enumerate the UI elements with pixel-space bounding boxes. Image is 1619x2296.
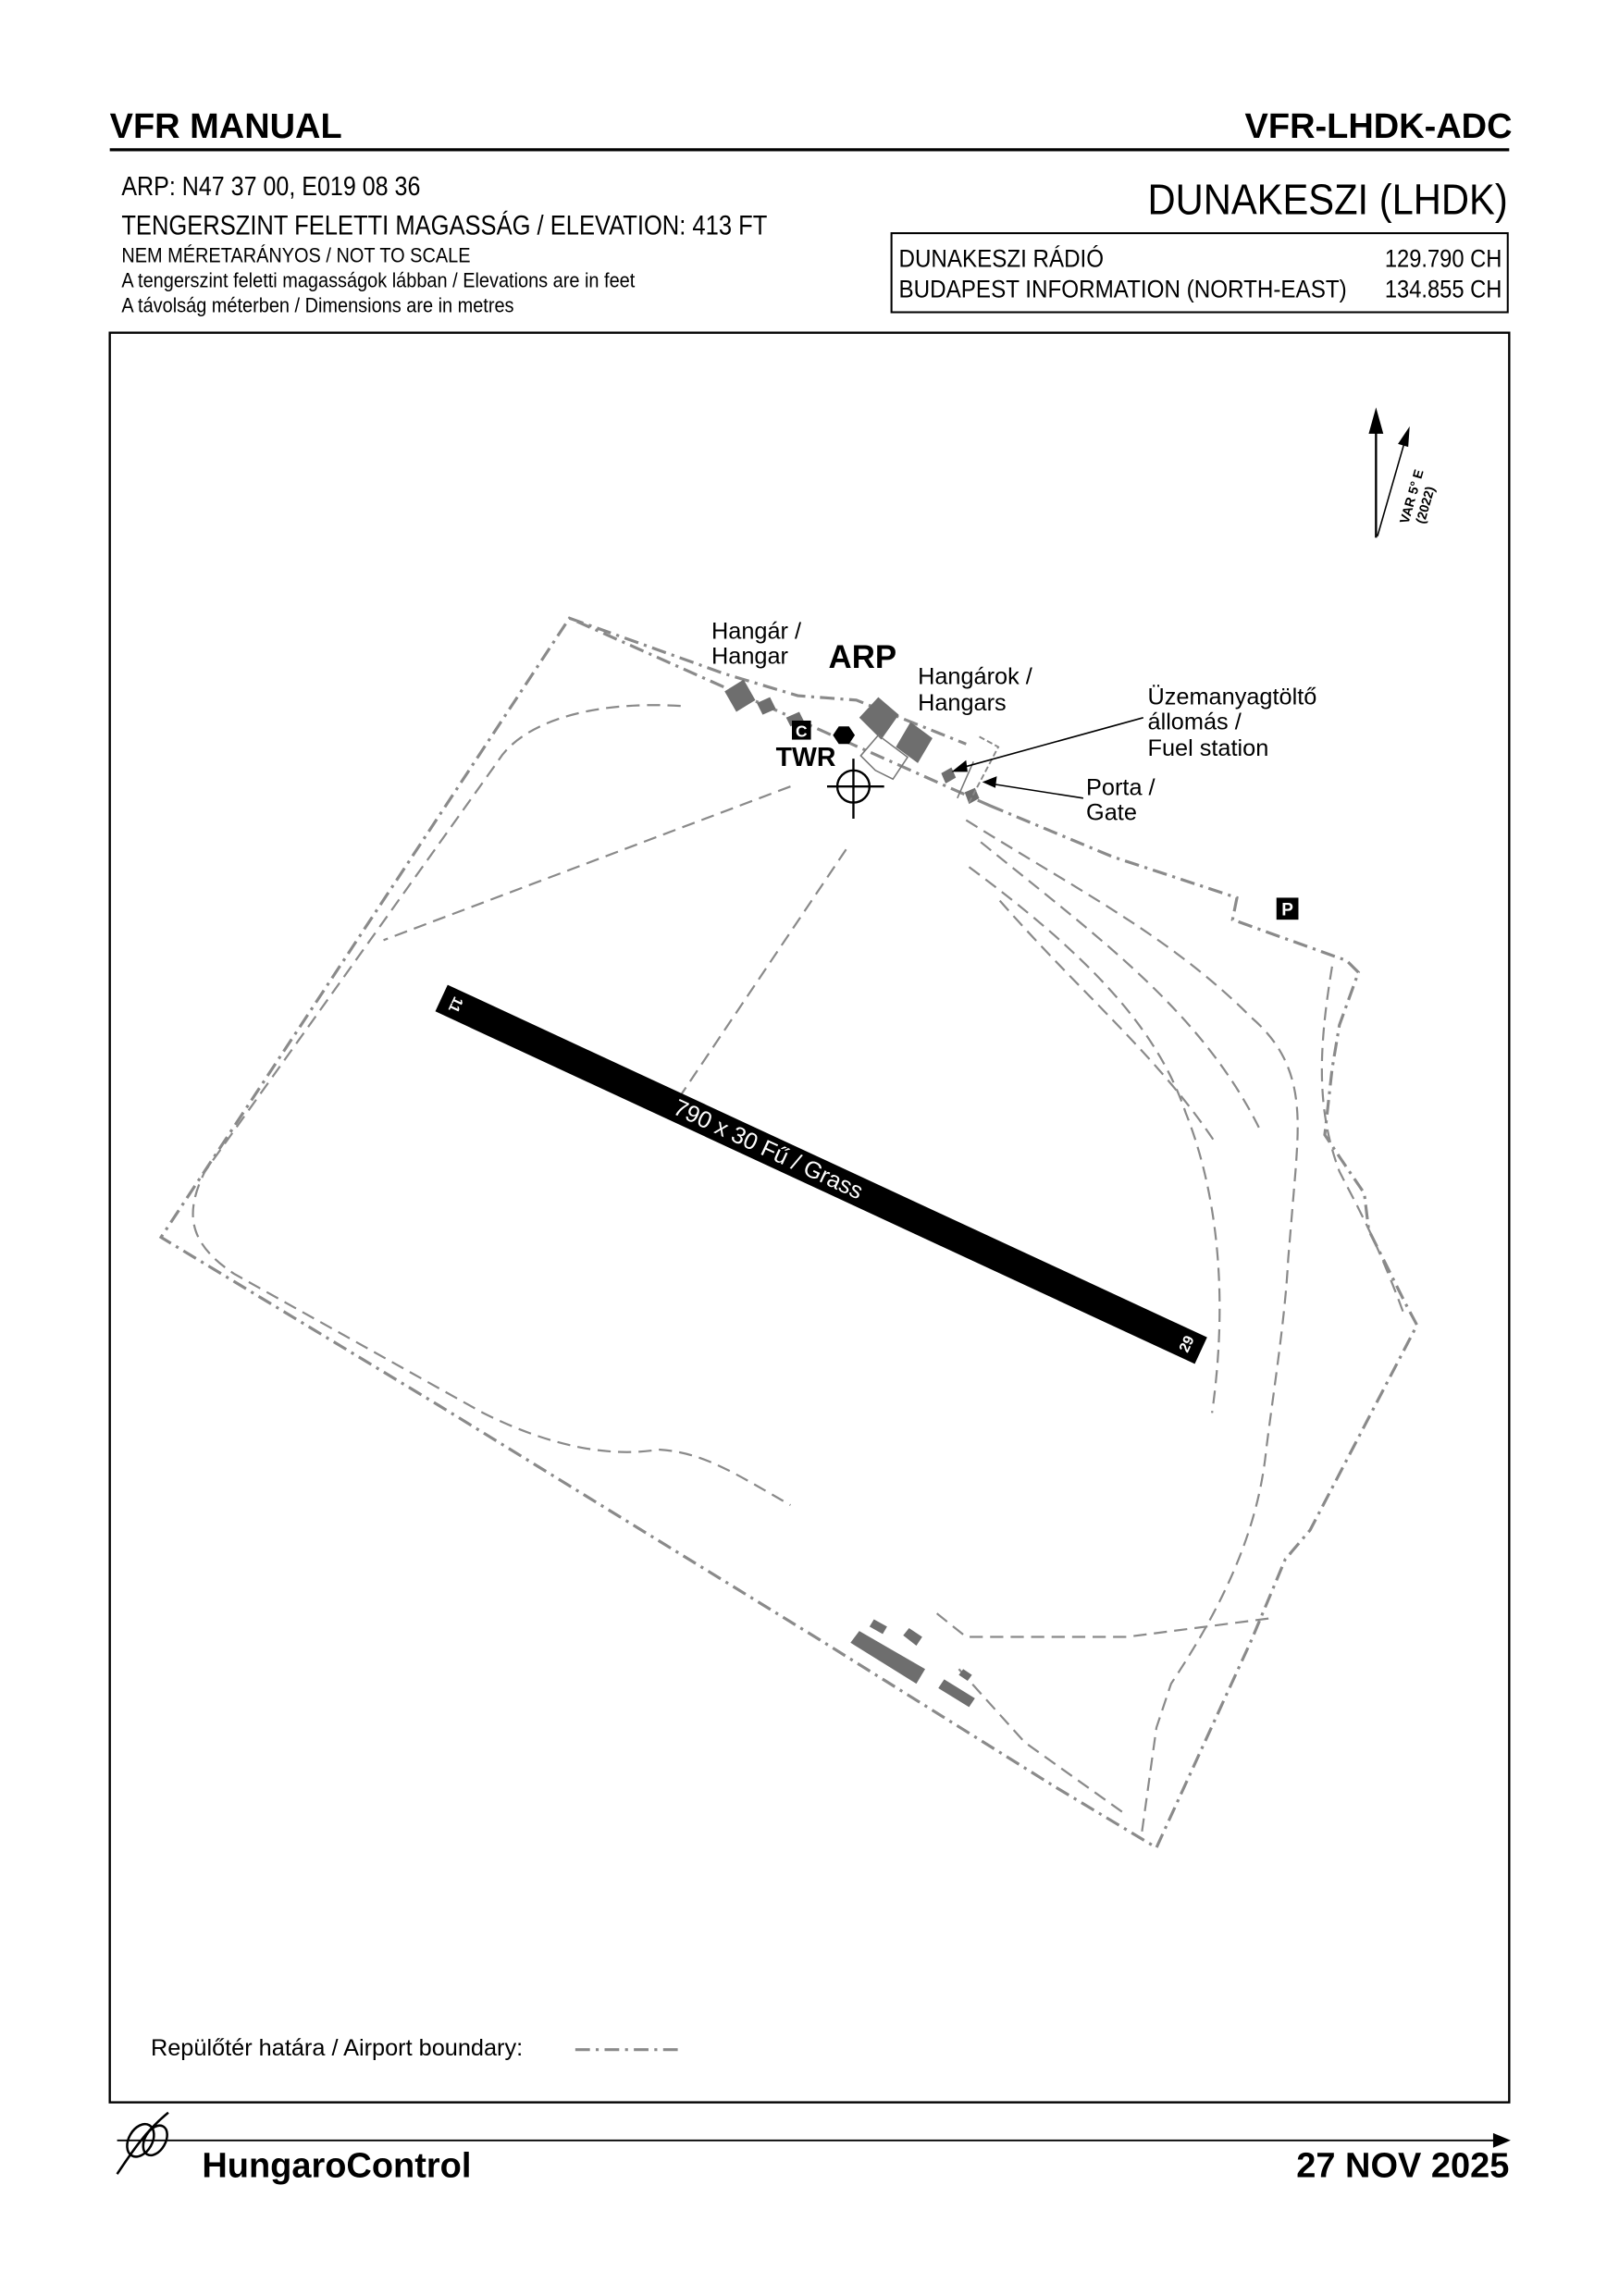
frequency-value: 129.790 CH <box>1385 244 1502 272</box>
hangars-label: Hangárok / <box>918 663 1033 689</box>
frequency-value: 134.855 CH <box>1385 276 1502 303</box>
building <box>785 711 804 727</box>
arp-label: ARP <box>829 639 896 675</box>
runway-designator-29: 29 <box>1177 1333 1198 1354</box>
gate-label: Gate <box>1086 800 1137 826</box>
legend-boundary-label: Repülőtér határa / Airport boundary: <box>151 2035 523 2061</box>
hangar <box>859 697 899 740</box>
hangar-label: Hangar <box>711 643 788 669</box>
buildings-south <box>850 1619 975 1708</box>
north-arrow: VAR 5° E (2022) <box>1368 407 1439 538</box>
fuel-station-label: Üzemanyagtöltő <box>1148 685 1317 710</box>
buildings-north <box>724 679 1000 805</box>
frequency-box <box>890 232 1509 314</box>
map-frame <box>108 331 1511 2104</box>
parking-label: P <box>1281 900 1293 920</box>
fuel-leader-line <box>957 717 1143 770</box>
hangar-label: Hangár / <box>711 618 802 644</box>
hungarocontrol-logo <box>116 2111 169 2175</box>
apron <box>859 734 909 781</box>
building <box>850 1631 925 1685</box>
publisher-name: HungaroControl <box>202 2146 471 2185</box>
gate-leader-line <box>989 783 1084 799</box>
hangar <box>724 679 756 712</box>
building <box>903 1627 922 1646</box>
gate-building <box>964 787 980 805</box>
fuel-station-label: Fuel station <box>1148 735 1269 761</box>
arrowhead-icon <box>982 776 997 788</box>
arp-symbol-icon <box>826 759 884 819</box>
building <box>757 697 776 715</box>
runway: 790 x 30 Fű / Grass 11 29 <box>435 984 1207 1364</box>
fuel-station-label: állomás / <box>1148 709 1242 734</box>
aerodrome-name: DUNAKESZI (LHDK) <box>1148 176 1508 224</box>
frequency-station: BUDAPEST INFORMATION (NORTH-EAST) <box>899 276 1347 303</box>
gate-label: Porta / <box>1086 775 1156 801</box>
manual-title: VFR MANUAL <box>110 107 342 146</box>
parking-icon <box>1276 897 1299 920</box>
elevation: TENGERSZINT FELETTI MAGASSÁG / ELEVATION… <box>121 210 767 241</box>
runway-designator-11: 11 <box>445 994 466 1016</box>
building <box>958 1669 972 1681</box>
scale-note: NEM MÉRETARÁNYOS / NOT TO SCALE <box>121 245 470 267</box>
footer-arrow-icon <box>1492 2132 1511 2148</box>
building <box>938 1679 975 1708</box>
tower-icon <box>833 726 856 745</box>
building <box>869 1619 887 1635</box>
arrowhead-icon <box>951 759 968 772</box>
true-north-arrowhead-icon <box>1368 407 1384 434</box>
hangars-label: Hangars <box>918 690 1007 716</box>
magnetic-north-arrowhead-icon <box>1398 426 1410 448</box>
airspace-class-badge <box>792 720 811 740</box>
airspace-class: C <box>796 722 808 740</box>
twr-label: TWR <box>776 743 836 772</box>
arp-coordinates: ARP: N47 37 00, E019 08 36 <box>121 171 420 201</box>
runway-dimensions: 790 x 30 Fű / Grass <box>670 1094 867 1204</box>
frequency-station: DUNAKESZI RÁDIÓ <box>899 243 1105 272</box>
airport-boundary <box>158 616 1419 1850</box>
aerodrome-info: ARP: N47 37 00, E019 08 36 TENGERSZINT F… <box>121 171 767 316</box>
elevation-note: A tengerszint feletti magasságok lábban … <box>121 270 635 292</box>
hangar <box>896 722 933 763</box>
distance-note: A távolság méterben / Dimensions are in … <box>121 295 513 317</box>
fuel-station <box>941 767 957 784</box>
taxiways <box>192 704 1407 1833</box>
effective-date: 27 NOV 2025 <box>1296 2146 1509 2185</box>
chart-id: VFR-LHDK-ADC <box>1245 107 1513 146</box>
